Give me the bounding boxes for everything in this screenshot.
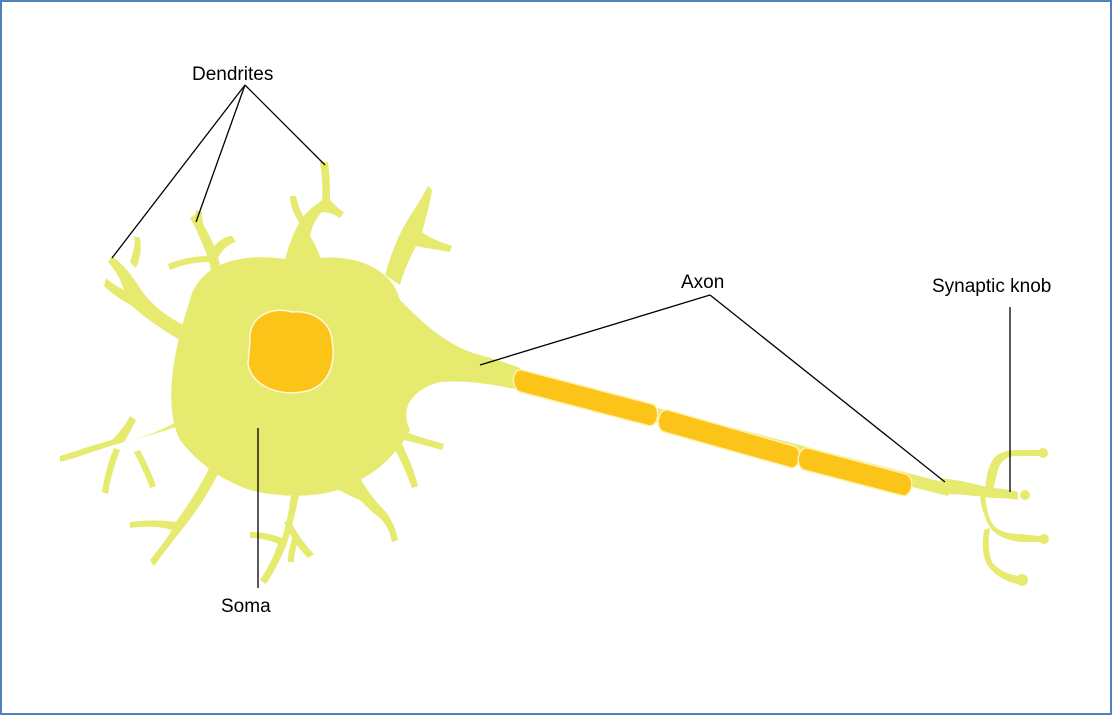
- dendrite: [134, 450, 156, 488]
- dendrite: [130, 462, 220, 566]
- myelin-segment: [658, 410, 800, 468]
- myelin-segment: [798, 448, 912, 496]
- dendrite: [284, 520, 314, 558]
- dendrite: [392, 440, 418, 488]
- dendrites-leader-line: [245, 85, 325, 165]
- synaptic-knob: [1020, 490, 1030, 500]
- dendrite: [168, 256, 210, 270]
- synaptic-knob: [1016, 574, 1028, 586]
- myelin-sheath: [513, 370, 911, 496]
- dendrite: [195, 210, 208, 238]
- dendrite: [288, 534, 300, 562]
- myelin-segment: [513, 370, 657, 426]
- dendrite: [385, 186, 452, 285]
- soma-label: Soma: [221, 596, 271, 617]
- dendrites-leader-line: [112, 85, 245, 258]
- axon-leader-line: [480, 295, 710, 365]
- dendrite: [130, 236, 141, 268]
- synaptic-knob-label: Synaptic knob: [932, 276, 1051, 297]
- axon-label: Axon: [681, 272, 724, 293]
- nucleus: [248, 310, 333, 393]
- dendrites-leader-line: [196, 85, 245, 222]
- dendrite: [104, 256, 195, 345]
- neuron-cell: [60, 162, 1049, 586]
- synaptic-knob: [1038, 448, 1048, 458]
- synaptic-knob: [1039, 534, 1049, 544]
- dendrite: [290, 196, 306, 224]
- soma-body: [171, 257, 520, 495]
- dendrite: [285, 162, 344, 264]
- dendrite: [102, 448, 120, 494]
- dendrites-label: Dendrites: [192, 64, 273, 85]
- axon-terminal: [985, 450, 1040, 494]
- dendrite: [336, 478, 398, 542]
- axon-terminal: [940, 478, 1018, 500]
